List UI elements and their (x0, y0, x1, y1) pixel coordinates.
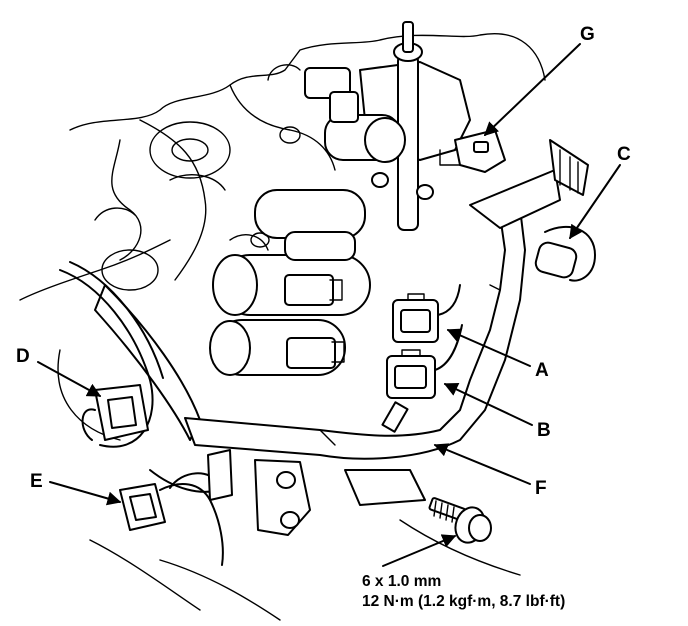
leader-c (569, 164, 621, 240)
bolt-torque-text: 12 N·m (1.2 kgf·m, 8.7 lbf·ft) (362, 593, 565, 610)
leader-g (483, 43, 581, 136)
callout-leaders (37, 43, 621, 567)
solenoid-cylinders (209, 189, 371, 376)
leader-b (443, 383, 533, 426)
label-a: A (535, 360, 549, 381)
label-d: D (16, 346, 30, 367)
harness-f (94, 169, 561, 506)
label-f: F (535, 478, 547, 499)
wire-bundle-d (59, 261, 221, 493)
leader-bolt (382, 534, 457, 567)
bolt-spec: 6 x 1.0 mm 12 N·m (1.2 kgf·m, 8.7 lbf·ft… (362, 573, 565, 610)
lower-bracket (207, 449, 311, 536)
valve-body (267, 21, 471, 231)
leader-d (37, 361, 102, 397)
callout-labels: A B C D E F G (16, 24, 631, 499)
label-e: E (30, 471, 43, 492)
transmission-housing (19, 33, 546, 621)
label-g: G (580, 24, 595, 45)
connector-a (392, 284, 461, 343)
leader-f (433, 443, 531, 485)
connector-b (386, 324, 463, 399)
leader-e (49, 481, 122, 506)
connector-d (81, 384, 149, 441)
bolt (428, 497, 492, 544)
connector-e (119, 472, 224, 566)
bolt-size-text: 6 x 1.0 mm (362, 573, 441, 590)
label-c: C (617, 144, 631, 165)
label-b: B (537, 420, 551, 441)
connector-c (534, 139, 596, 282)
leader-a (446, 328, 531, 367)
